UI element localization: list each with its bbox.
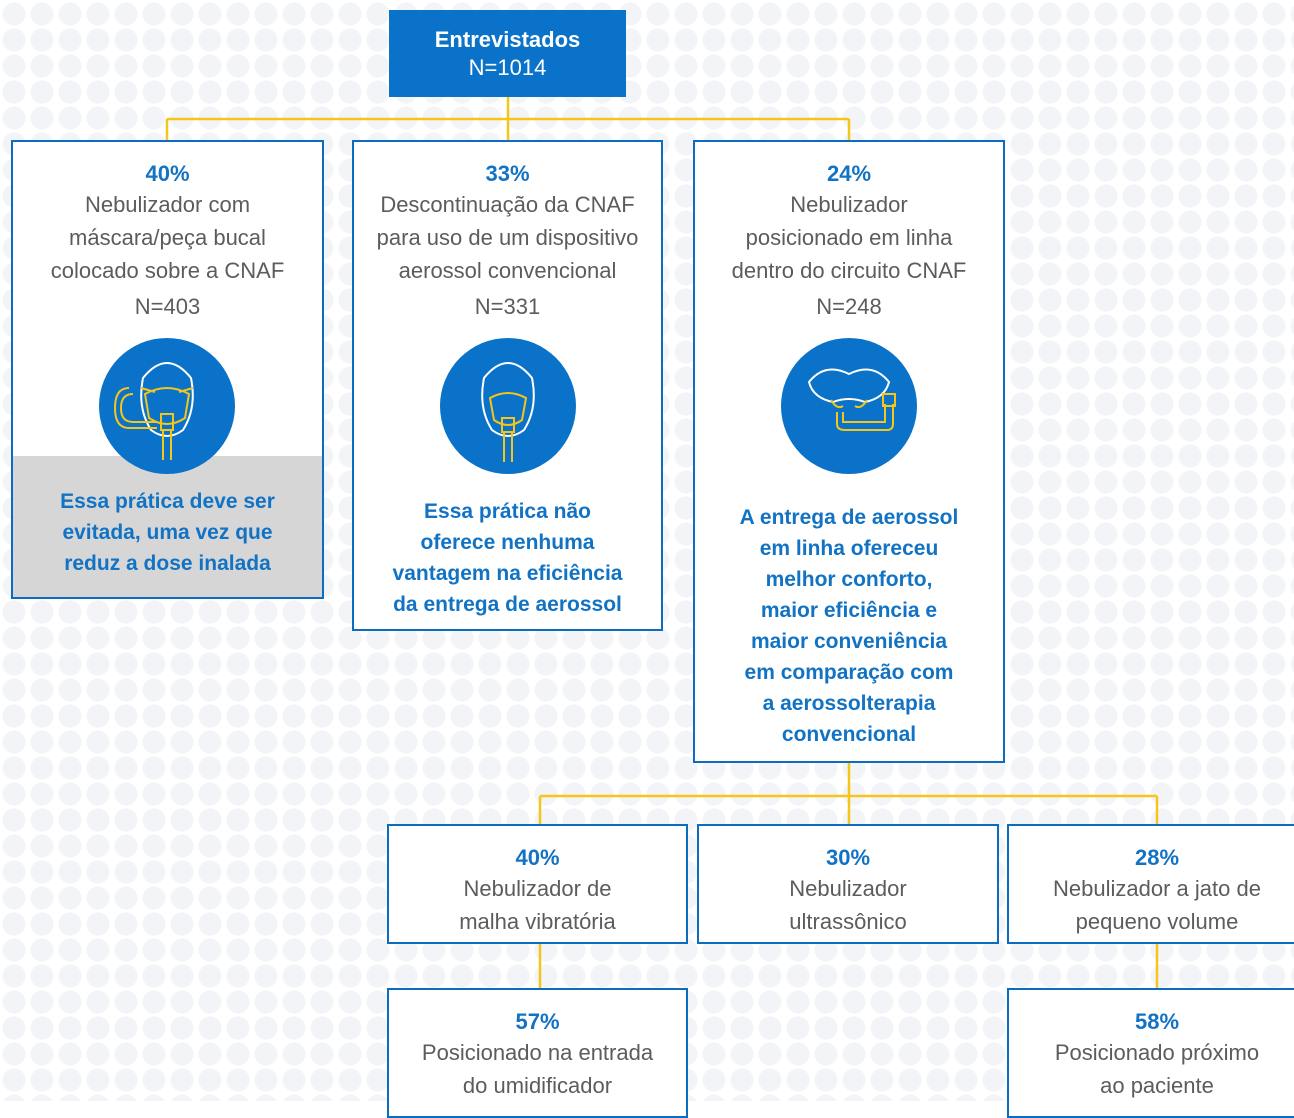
note-line: convencional — [781, 723, 917, 746]
note-line: reduz a dose inalada — [64, 552, 271, 575]
note-line: A entrega de aerossol — [739, 506, 959, 529]
branch-description-line: dentro do circuito CNAF — [731, 258, 967, 283]
branch-description-line: máscara/peça bucal — [69, 225, 266, 250]
sub-branch-description-line: ultrassônico — [789, 909, 907, 934]
leaf-humidifier-inlet: 57% Posicionado na entrada do umidificad… — [387, 988, 688, 1118]
note-line: Essa prática não — [424, 500, 591, 523]
sub-branch-description-line: Nebulizador — [789, 876, 907, 901]
nasal-cannula-inline-icon — [781, 338, 917, 474]
branch-description-line: aerossol convencional — [398, 258, 617, 283]
branch-box-discontinue-cnaf: 33% Descontinuação da CNAF para uso de u… — [352, 140, 663, 631]
leaf-percent: 58% — [1134, 1009, 1180, 1034]
note-line: em linha ofereceu — [759, 537, 939, 560]
sub-branch-percent: 40% — [515, 845, 560, 870]
root-box: Entrevistados N=1014 — [389, 10, 626, 97]
sub-branch-percent: 30% — [825, 845, 871, 870]
sub-branch-percent: 28% — [1134, 845, 1180, 870]
branch-description-line: Nebulizador com — [84, 192, 251, 217]
branch-count: N=331 — [474, 294, 541, 319]
branch-description-line: colocado sobre a CNAF — [50, 258, 285, 283]
branch-percent: 40% — [145, 161, 190, 186]
leaf-description-line: Posicionado na entrada — [421, 1040, 654, 1065]
note-line: vantagem na eficiência — [392, 562, 623, 585]
branch-percent: 24% — [826, 161, 872, 186]
note-block: Essa prática não oferece nenhuma vantage… — [354, 496, 661, 620]
note-line: maior eficiência e — [760, 599, 938, 622]
note-line: em comparação com — [744, 661, 954, 684]
leaf-description-line: do umidificador — [462, 1073, 613, 1098]
leaf-description-line: ao paciente — [1100, 1073, 1214, 1098]
branch-box-inline-nebulizer: 24% Nebulizador posicionado em linha den… — [693, 140, 1005, 763]
branch-percent: 33% — [485, 161, 530, 186]
sub-branch-description-line: pequeno volume — [1075, 909, 1239, 934]
root-title: Entrevistados — [434, 27, 581, 52]
branch-count: N=248 — [816, 294, 882, 319]
face-mask-nebulizer-icon — [99, 338, 235, 474]
note-line: evitada, uma vez que — [62, 521, 273, 544]
branch-description-line: para uso de um dispositivo — [376, 225, 639, 250]
sub-branch-ultrasonic: 30% Nebulizador ultrassônico — [697, 824, 999, 944]
note-line: oferece nenhuma — [420, 531, 595, 554]
branch-box-mask-over-cnaf: 40% Nebulizador com máscara/peça bucal c… — [11, 140, 324, 599]
note-line: maior conveniência — [750, 630, 948, 653]
branch-count: N=403 — [134, 294, 201, 319]
sub-branch-small-volume-jet: 28% Nebulizador a jato de pequeno volume — [1007, 824, 1294, 944]
branch-description-line: Nebulizador — [790, 192, 908, 217]
root-count: N=1014 — [468, 55, 547, 80]
leaf-near-patient: 58% Posicionado próximo ao paciente — [1007, 988, 1294, 1118]
sub-branch-description-line: malha vibratória — [459, 909, 616, 934]
warning-note-band: Essa prática deve ser evitada, uma vez q… — [13, 456, 322, 597]
leaf-percent: 57% — [515, 1009, 560, 1034]
branch-description-line: posicionado em linha — [745, 225, 953, 250]
note-line: melhor conforto, — [765, 568, 933, 591]
note-block: A entrega de aerossol em linha ofereceu … — [695, 502, 1003, 750]
note-line: Essa prática deve ser — [60, 490, 275, 513]
sub-branch-description-line: Nebulizador a jato de — [1053, 876, 1261, 901]
note-line: a aerossolterapia — [762, 692, 936, 715]
face-aerosol-mask-icon — [440, 338, 576, 474]
note-line: da entrega de aerossol — [393, 593, 622, 616]
leaf-description-line: Posicionado próximo — [1054, 1040, 1260, 1065]
sub-branch-vibrating-mesh: 40% Nebulizador de malha vibratória — [387, 824, 688, 944]
branch-description-line: Descontinuação da CNAF — [380, 192, 635, 217]
sub-branch-description-line: Nebulizador de — [463, 876, 612, 901]
